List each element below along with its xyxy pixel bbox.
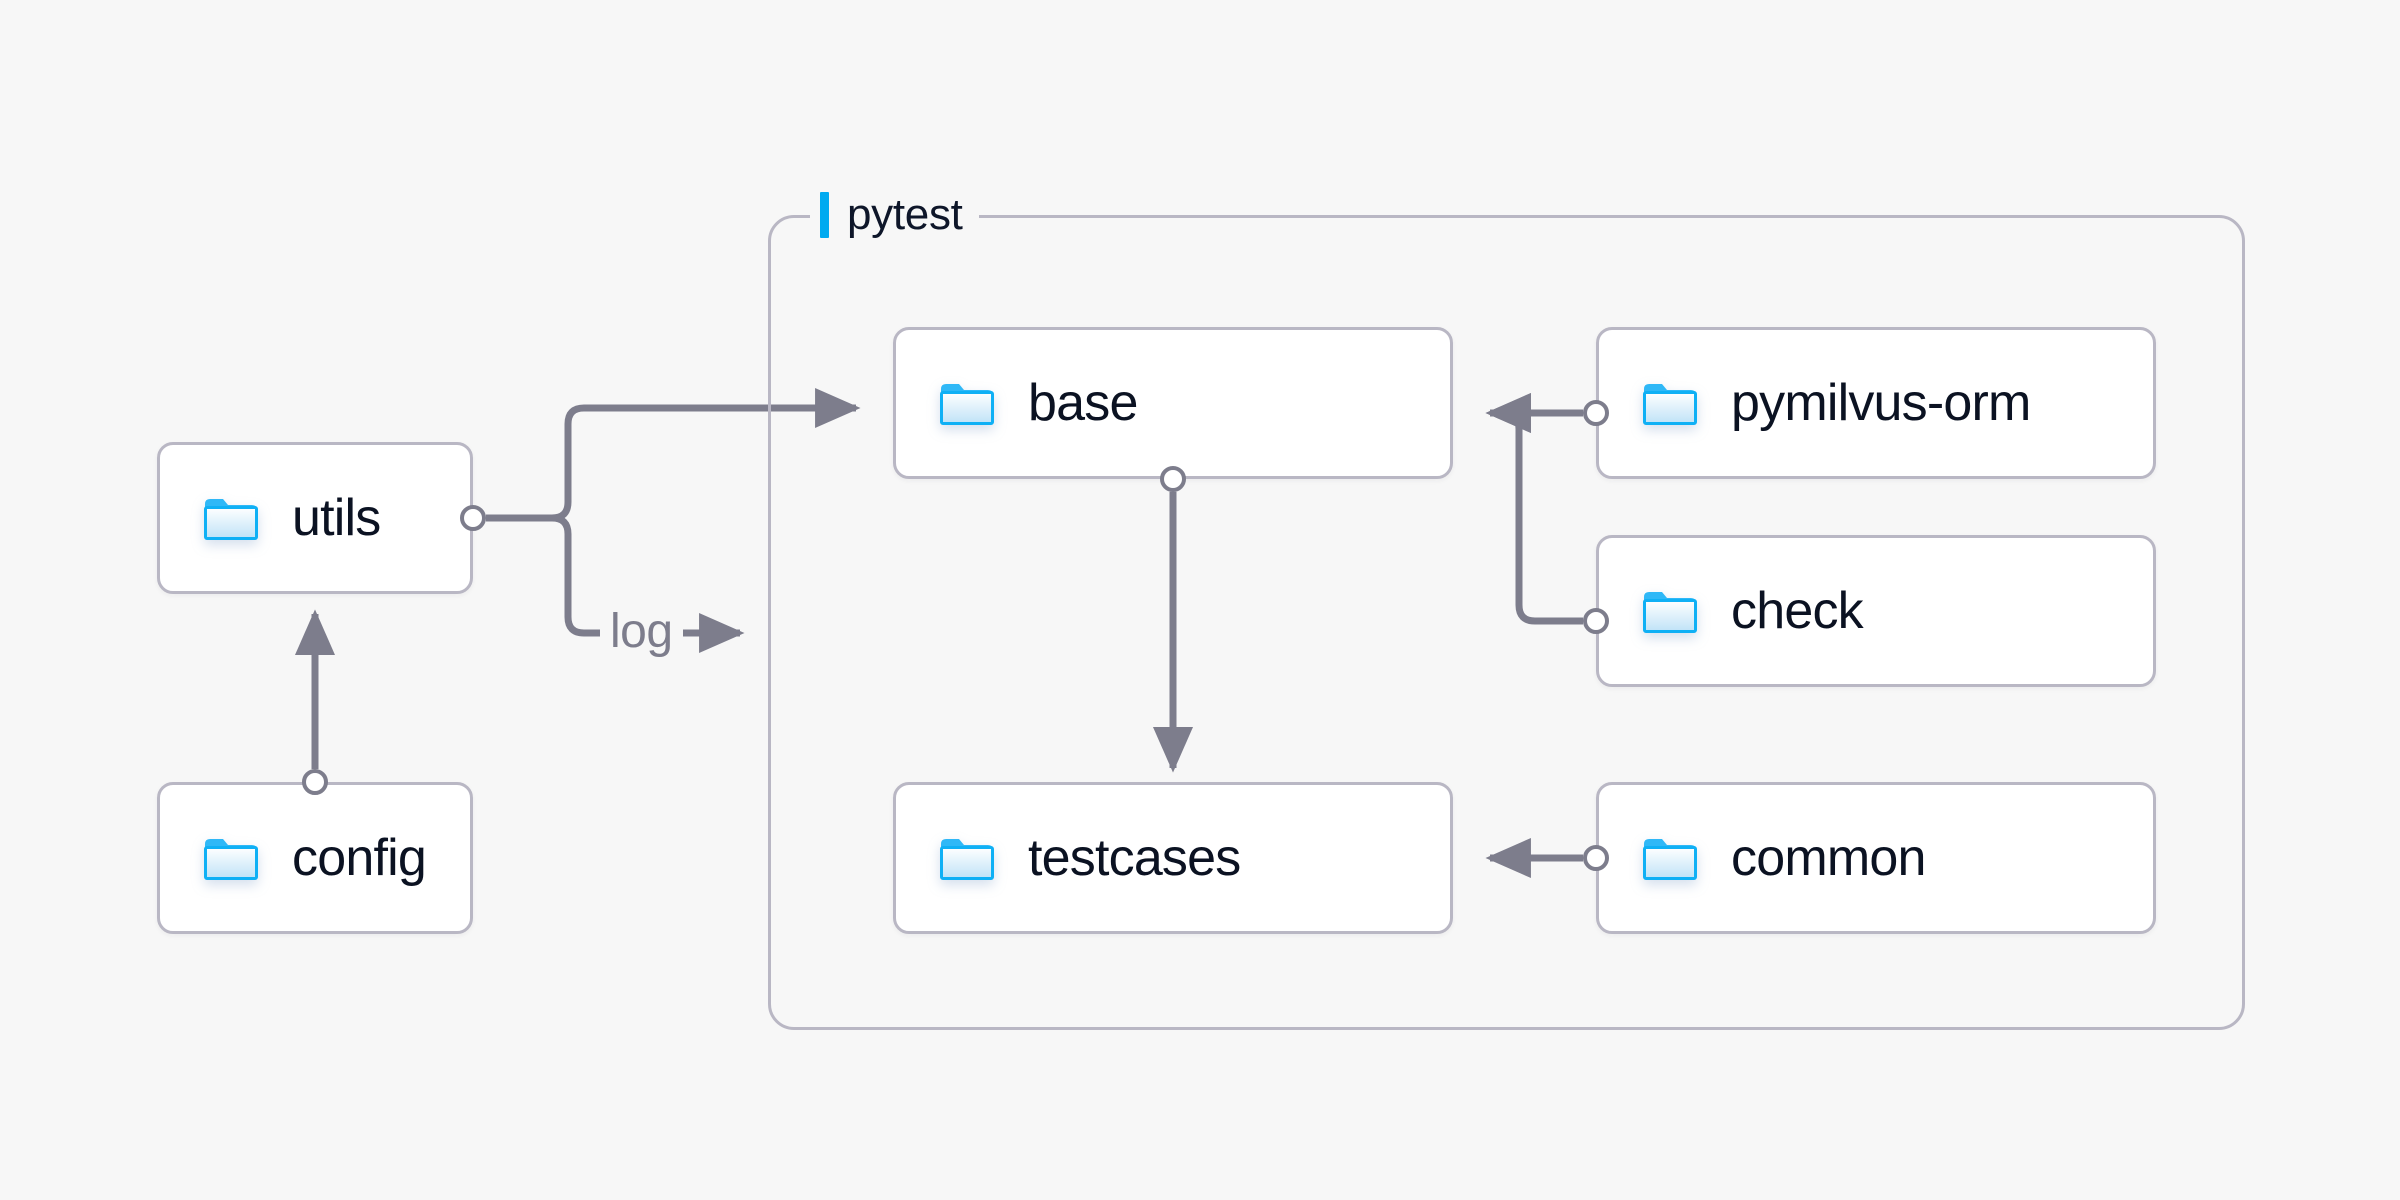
base-bottom-port[interactable] xyxy=(1160,466,1186,492)
config-top-port[interactable] xyxy=(302,769,328,795)
folder-icon xyxy=(1641,834,1699,882)
node-common[interactable]: common xyxy=(1596,782,2156,934)
common-left-port[interactable] xyxy=(1583,845,1609,871)
group-label-text: pytest xyxy=(847,190,963,239)
node-base[interactable]: base xyxy=(893,327,1453,479)
folder-icon xyxy=(1641,379,1699,427)
folder-icon xyxy=(202,834,260,882)
node-label: base xyxy=(1028,374,1138,432)
check-left-port[interactable] xyxy=(1583,608,1609,634)
folder-icon xyxy=(938,379,996,427)
node-testcases[interactable]: testcases xyxy=(893,782,1453,934)
pytest-group-label: pytest xyxy=(810,187,979,243)
group-accent-bar xyxy=(820,192,829,238)
folder-icon xyxy=(202,494,260,542)
node-label: config xyxy=(292,829,427,887)
node-label: testcases xyxy=(1028,829,1241,887)
pytest-group-container[interactable] xyxy=(768,215,2245,1030)
folder-icon xyxy=(938,834,996,882)
node-label: utils xyxy=(292,489,381,547)
pymilvus-orm-left-port[interactable] xyxy=(1583,400,1609,426)
edge-label-log: log xyxy=(600,608,683,656)
folder-icon xyxy=(1641,587,1699,635)
node-check[interactable]: check xyxy=(1596,535,2156,687)
node-pymilvus-orm[interactable]: pymilvus-orm xyxy=(1596,327,2156,479)
node-config[interactable]: config xyxy=(157,782,473,934)
node-label: pymilvus-orm xyxy=(1731,374,2031,432)
node-label: common xyxy=(1731,829,1926,887)
node-label: check xyxy=(1731,582,1864,640)
edge-utils-to-log xyxy=(535,514,600,637)
utils-right-port[interactable] xyxy=(460,505,486,531)
node-utils[interactable]: utils xyxy=(157,442,473,594)
